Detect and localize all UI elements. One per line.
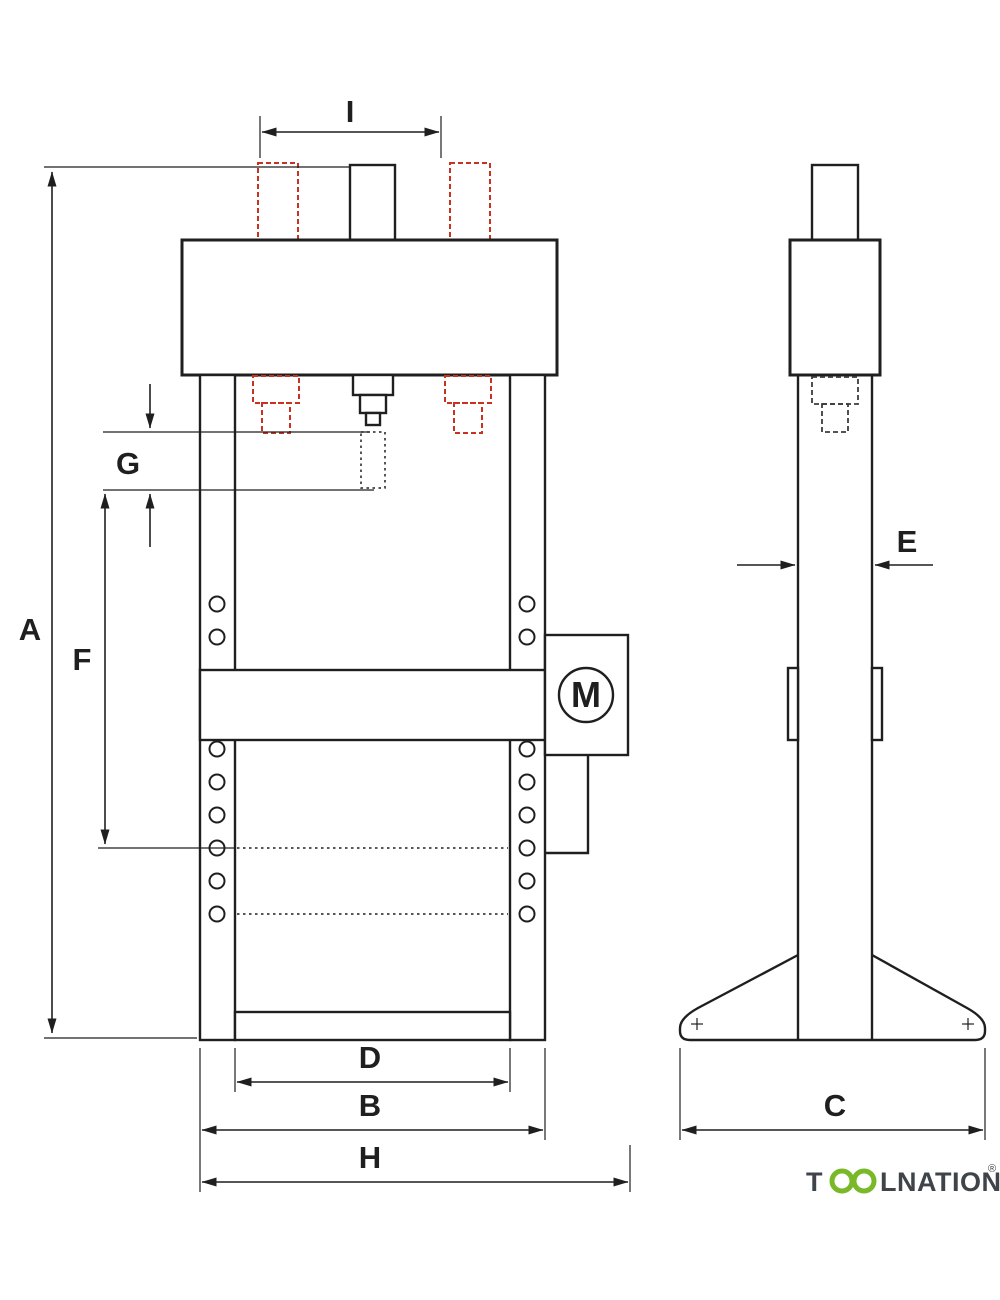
side-tab-right: [870, 666, 884, 742]
logo-text-prefix: T: [806, 1167, 823, 1197]
dim-label-f: F: [73, 642, 92, 677]
side-top-block: [788, 238, 882, 377]
motor-label: M: [571, 674, 601, 715]
lower-holes: [208, 740, 536, 923]
dimension-annotations: I A G F E D B H: [19, 94, 986, 1192]
dim-label-i: I: [346, 94, 355, 129]
middle-beam: [198, 668, 547, 742]
bottom-plate: [233, 1010, 512, 1042]
ram-cylinder-top: [348, 163, 397, 242]
accessory-ram-right-dashed: [444, 375, 492, 434]
dim-label-e: E: [897, 524, 918, 559]
dim-label-g: G: [116, 446, 140, 481]
logo-registered-mark: ®: [988, 1163, 996, 1175]
dim-label-c: C: [824, 1088, 846, 1123]
accessory-ram-left-dashed: [252, 375, 300, 434]
dim-label-h: H: [359, 1140, 381, 1175]
side-view: [678, 163, 987, 1042]
toolnation-logo: T LNATION ®: [806, 1163, 1000, 1197]
press-piston: [351, 373, 395, 489]
side-tab-left: [786, 666, 800, 742]
accessory-cylinder-right-dashed: [449, 162, 491, 241]
dim-label-d: D: [359, 1040, 381, 1075]
accessory-cylinder-left-dashed: [257, 162, 299, 241]
base-foot: [678, 953, 987, 1042]
upper-holes: [208, 595, 536, 646]
logo-chain-rings-icon: [829, 1168, 877, 1194]
motor-circle: [557, 666, 615, 724]
dim-label-a: A: [19, 612, 41, 647]
front-view: M: [180, 162, 630, 1042]
dim-label-b: B: [359, 1088, 381, 1123]
base-center-mark-right: [962, 1018, 974, 1030]
piston-extended-dotted: [360, 431, 386, 489]
side-ram-top: [810, 163, 860, 242]
base-center-mark-left: [691, 1018, 703, 1030]
logo-text-suffix: LNATION: [880, 1167, 1000, 1197]
side-piston-dashed: [811, 376, 859, 433]
top-crossbeam: [180, 238, 559, 377]
motor-duct: [545, 755, 590, 855]
